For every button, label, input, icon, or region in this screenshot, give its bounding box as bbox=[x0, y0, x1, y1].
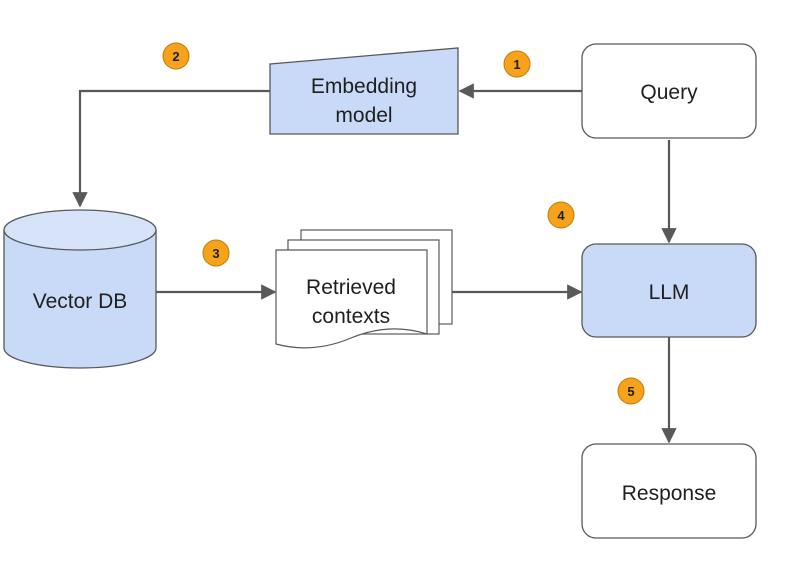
step-number-4: 4 bbox=[557, 208, 565, 223]
step-badge-3: 3 bbox=[202, 239, 230, 267]
edge-embedding-to-vectordb bbox=[72, 89, 270, 208]
edges bbox=[72, 83, 677, 444]
embedding-model-label-line2: model bbox=[335, 104, 392, 127]
llm-box bbox=[581, 243, 757, 338]
step-number-2: 2 bbox=[172, 49, 179, 64]
llm-label: LLM bbox=[649, 281, 690, 304]
retrieved-contexts-node: Retrieved contexts bbox=[275, 229, 453, 349]
embedding-model-label-line1: Embedding bbox=[311, 75, 417, 98]
embedding-model-node: Embedding model bbox=[269, 47, 459, 135]
vector-db-body bbox=[3, 230, 157, 369]
document-front bbox=[275, 249, 428, 349]
response-node: Response bbox=[581, 443, 757, 539]
vector-db-label: Vector DB bbox=[33, 290, 128, 313]
vector-db-node: Vector DB bbox=[3, 209, 157, 369]
step-badge-5: 5 bbox=[617, 377, 645, 405]
step-badge-1: 1 bbox=[503, 50, 531, 78]
step-number-3: 3 bbox=[212, 246, 219, 261]
vector-db-top bbox=[3, 209, 157, 251]
retrieved-contexts-label-line1: Retrieved bbox=[306, 276, 396, 299]
embedding-model-shape bbox=[269, 47, 459, 135]
query-label: Query bbox=[640, 81, 698, 104]
step-badge-2: 2 bbox=[162, 42, 190, 70]
step-badge-4: 4 bbox=[547, 201, 575, 229]
retrieved-contexts-label-line2: contexts bbox=[312, 305, 390, 328]
response-label: Response bbox=[622, 482, 717, 505]
llm-node: LLM bbox=[581, 243, 757, 338]
step-number-1: 1 bbox=[513, 57, 520, 72]
query-node: Query bbox=[581, 43, 757, 139]
step-number-5: 5 bbox=[627, 384, 634, 399]
